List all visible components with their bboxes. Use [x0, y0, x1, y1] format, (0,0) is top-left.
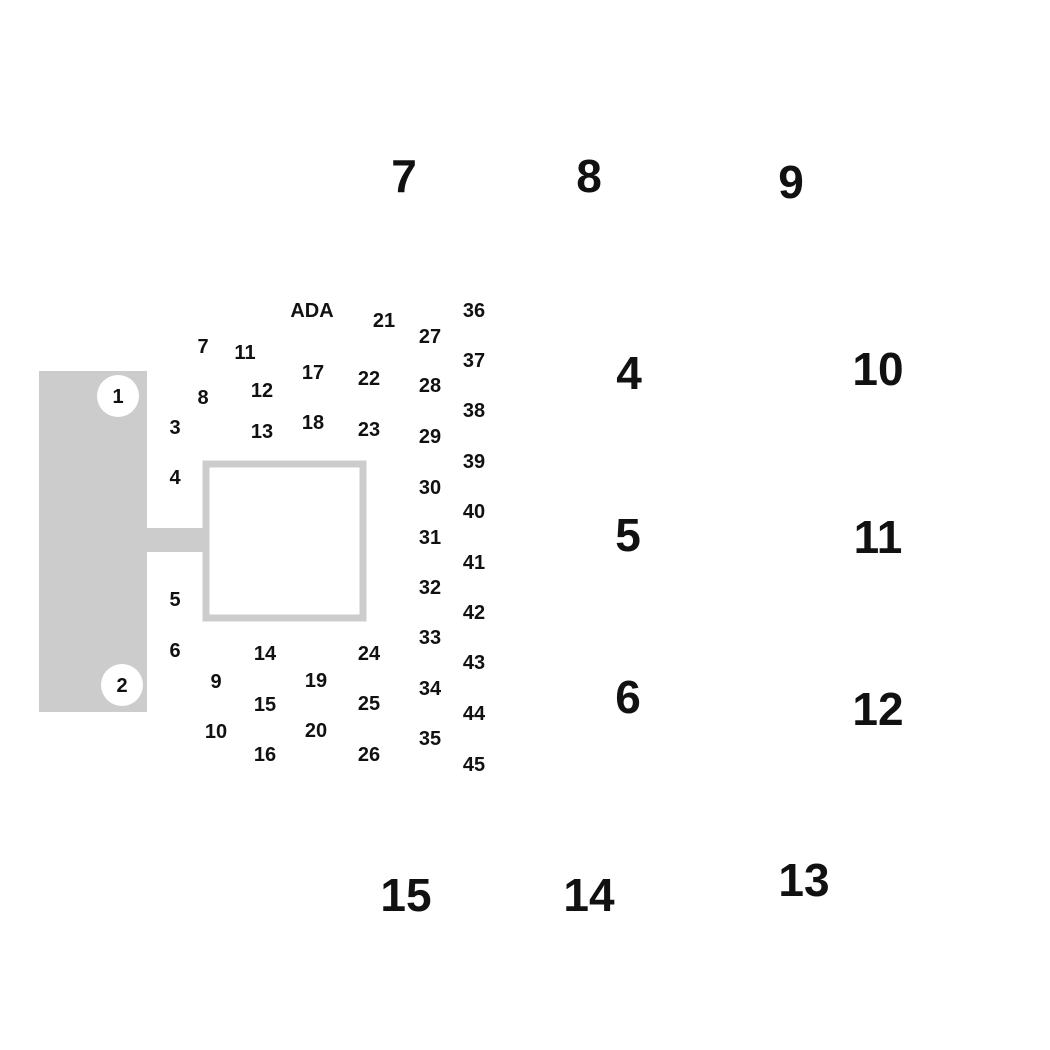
large-section-numbers: 7 8 9 4 10 5 11 6 12 15 14 13 [380, 150, 903, 921]
section-number[interactable]: 12 [852, 683, 903, 735]
stage-circle-2[interactable] [101, 664, 143, 706]
seat-number[interactable]: 38 [463, 400, 485, 422]
stage: 1 2 [39, 371, 367, 712]
seat-number[interactable]: 43 [463, 652, 485, 674]
seat-number[interactable]: 24 [358, 643, 381, 665]
seat-number[interactable]: 37 [463, 350, 485, 372]
seat-number[interactable]: 9 [210, 671, 221, 693]
seat-number[interactable]: 17 [302, 362, 324, 384]
stage-circle-1-label: 1 [112, 386, 123, 408]
seat-number[interactable]: 3 [169, 417, 180, 439]
seat-number[interactable]: 42 [463, 602, 485, 624]
seat-number[interactable]: 36 [463, 300, 485, 322]
seat-number[interactable]: 27 [419, 326, 441, 348]
seat-number[interactable]: 7 [197, 336, 208, 358]
section-number[interactable]: 6 [615, 671, 641, 723]
seat-number[interactable]: 5 [169, 589, 180, 611]
seat-number[interactable]: 39 [463, 451, 485, 473]
seat-number[interactable]: 10 [205, 721, 227, 743]
seat-number[interactable]: 26 [358, 744, 380, 766]
seat-number[interactable]: 8 [197, 387, 208, 409]
seat-number[interactable]: 20 [305, 720, 327, 742]
seat-number[interactable]: 11 [234, 342, 255, 364]
section-number[interactable]: 9 [778, 156, 804, 208]
seat-number[interactable]: 12 [251, 380, 273, 402]
seat-number[interactable]: 18 [302, 412, 324, 434]
seat-number[interactable]: 22 [358, 368, 380, 390]
seat-number[interactable]: 19 [305, 670, 327, 692]
seat-number[interactable]: 31 [419, 527, 441, 549]
seat-number[interactable]: 4 [169, 467, 181, 489]
stage-circle-2-label: 2 [116, 675, 127, 697]
section-number[interactable]: 11 [854, 511, 903, 563]
section-number[interactable]: 4 [616, 347, 642, 399]
seat-number[interactable]: 41 [463, 552, 485, 574]
seat-number[interactable]: 34 [419, 678, 442, 700]
seat-number[interactable]: 29 [419, 426, 441, 448]
section-number[interactable]: 15 [380, 869, 431, 921]
stage-circle-1[interactable] [97, 375, 139, 417]
seat-number[interactable]: 30 [419, 477, 441, 499]
section-number[interactable]: 13 [778, 854, 829, 906]
seat-number[interactable]: 40 [463, 501, 485, 523]
seat-number[interactable]: 6 [169, 640, 180, 662]
section-number[interactable]: 10 [852, 343, 903, 395]
seat-number[interactable]: 33 [419, 627, 441, 649]
section-number[interactable]: 7 [391, 150, 417, 202]
seat-number[interactable]: 13 [251, 421, 273, 443]
section-number[interactable]: 14 [563, 869, 615, 921]
seat-number[interactable]: 32 [419, 577, 441, 599]
ada-label[interactable]: ADA [290, 300, 333, 322]
seat-number[interactable]: 21 [373, 310, 395, 332]
seat-number[interactable]: 44 [463, 703, 486, 725]
seat-number[interactable]: 15 [254, 694, 276, 716]
seat-number[interactable]: 28 [419, 375, 441, 397]
seat-number[interactable]: 14 [254, 643, 277, 665]
seat-number[interactable]: 16 [254, 744, 276, 766]
seat-number[interactable]: 23 [358, 419, 380, 441]
small-seat-numbers: 3 4 5 6 7 8 9 10 11 12 13 14 15 16 17 18… [169, 300, 486, 776]
section-number[interactable]: 8 [576, 150, 602, 202]
stage-runway [145, 528, 209, 552]
seat-number[interactable]: 35 [419, 728, 441, 750]
stage-block [39, 371, 147, 712]
section-number[interactable]: 5 [615, 509, 641, 561]
seat-number[interactable]: 45 [463, 754, 485, 776]
stage-square-outline [202, 460, 367, 622]
seat-number[interactable]: 25 [358, 693, 380, 715]
